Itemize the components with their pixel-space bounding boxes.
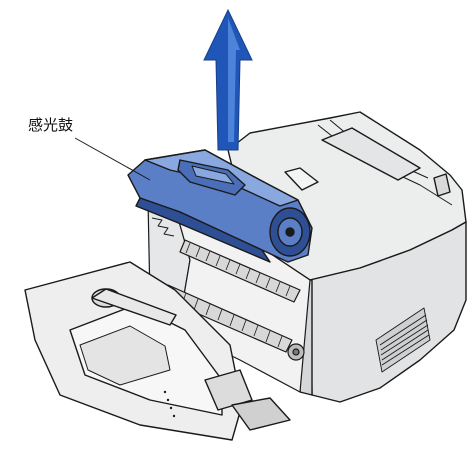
side-knob [433,173,451,197]
remove-direction-arrow [203,8,253,151]
printer-side-panel [309,221,467,403]
drive-gear-hub [292,348,300,356]
callout-label: 感光鼓 [28,116,73,134]
top-latch [284,167,319,191]
drum-handle-grip [191,165,235,185]
front-door [24,261,291,441]
door-hinge-arm [204,369,253,411]
door-indicator-dots [163,390,176,418]
callout-leader-line [74,137,151,181]
tension-spring [151,217,175,237]
vent-grille [375,307,431,373]
feed-roller [179,239,301,303]
paper-exit-slot [321,127,421,181]
photoconductor-drum [127,149,313,263]
drum-side-shadow [135,197,271,263]
callout: 感光鼓 [28,116,151,181]
up-arrow-highlight [228,18,240,142]
front-door-recess [79,325,171,386]
door-roller [91,288,177,326]
door-hinge-arm [231,397,291,431]
drum-axle [285,227,295,237]
